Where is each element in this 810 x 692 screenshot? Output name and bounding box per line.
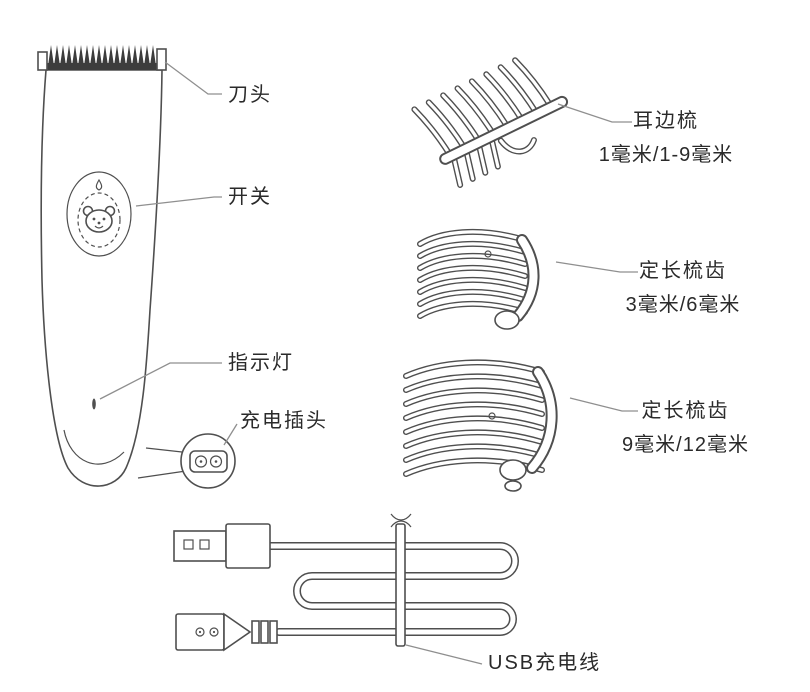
comb-knob bbox=[499, 459, 527, 481]
blade-left-cap bbox=[37, 51, 48, 71]
label-switch: 开关 bbox=[228, 186, 272, 208]
label-usb-cable: USB充电线 bbox=[488, 652, 602, 674]
leader-line-comb1 bbox=[557, 103, 632, 123]
comb-3-6-name: 定长梳齿 bbox=[639, 260, 727, 282]
charge-port-detail bbox=[137, 433, 236, 489]
indicator-light bbox=[92, 398, 96, 410]
label-comb-3-6: 定长梳齿 3毫米/6毫米 bbox=[608, 260, 758, 317]
leader-lines bbox=[99, 61, 638, 665]
leader-line-blade bbox=[164, 61, 222, 95]
water-drop-icon bbox=[95, 178, 103, 191]
cable-tie bbox=[390, 513, 412, 647]
leader-line-switch bbox=[135, 196, 222, 207]
comb-knob bbox=[494, 310, 520, 330]
leader-line-comb3 bbox=[569, 397, 638, 412]
device-plug-connector bbox=[175, 612, 278, 652]
comb-pin-detail bbox=[484, 250, 492, 258]
comb-ear-spec: 1毫米/1-9毫米 bbox=[598, 144, 734, 166]
label-charge-plug: 充电插头 bbox=[240, 410, 328, 432]
comb-9-12-illustration bbox=[403, 359, 558, 492]
comb-knob-tip bbox=[504, 480, 522, 492]
switch-illustration bbox=[66, 171, 132, 257]
comb-ear-illustration bbox=[411, 57, 569, 188]
blade-right-cap bbox=[156, 48, 167, 71]
usb-a-connector bbox=[173, 523, 271, 569]
leader-line-indicator bbox=[99, 362, 222, 400]
cable-wire bbox=[266, 542, 520, 636]
comb-ear-name: 耳边梳 bbox=[633, 110, 699, 132]
blade-illustration bbox=[37, 45, 167, 71]
clipper-body bbox=[40, 69, 163, 487]
comb-9-12-spec: 9毫米/12毫米 bbox=[622, 434, 749, 456]
leader-line-charge-plug bbox=[223, 423, 238, 446]
label-blade: 刀头 bbox=[228, 84, 272, 106]
label-comb-ear: 耳边梳 1毫米/1-9毫米 bbox=[596, 110, 736, 167]
comb-3-6-spec: 3毫米/6毫米 bbox=[625, 294, 741, 316]
comb-3-6-illustration bbox=[417, 228, 540, 330]
clipper-illustration bbox=[37, 45, 236, 489]
label-indicator: 指示灯 bbox=[228, 352, 294, 374]
clipper-body-contour bbox=[63, 429, 125, 465]
label-comb-9-12: 定长梳齿 9毫米/12毫米 bbox=[608, 400, 763, 457]
leader-line-comb2 bbox=[555, 261, 638, 273]
leader-line-usb-cable bbox=[405, 644, 483, 665]
usb-cable-illustration bbox=[173, 513, 520, 652]
blade-teeth bbox=[48, 45, 156, 66]
comb-9-12-name: 定长梳齿 bbox=[641, 400, 730, 422]
bear-face-icon bbox=[82, 205, 116, 233]
comb-pin-detail bbox=[488, 412, 496, 420]
